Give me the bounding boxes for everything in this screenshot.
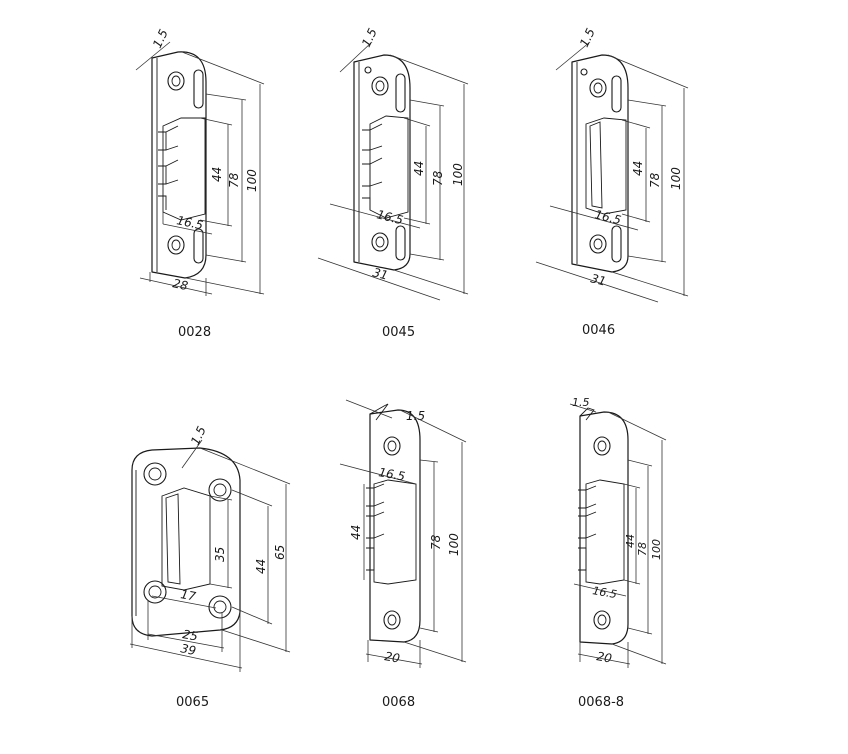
screw-hole	[167, 71, 185, 91]
dim-100: 100	[669, 167, 683, 190]
screw-hole	[589, 234, 607, 254]
slot-hole	[193, 69, 204, 109]
dim-thickness: 1.5	[188, 424, 209, 447]
strike-opening	[373, 479, 417, 585]
slot-hole	[193, 228, 204, 264]
screw-hole	[371, 232, 389, 252]
slot-hole	[395, 225, 406, 261]
part-0068-8: 1.5 44 78 100 16.5 20 0068-8	[569, 396, 667, 710]
dim-100: 100	[650, 539, 663, 560]
dim-78: 78	[227, 172, 241, 188]
dim-opening-width: 16.5	[375, 207, 404, 227]
slot-hole	[395, 73, 406, 113]
dim-opening-width: 17	[179, 587, 197, 604]
dim-opening-width: 16.5	[593, 207, 622, 227]
dim-width: 28	[171, 276, 189, 293]
screw-hole	[580, 68, 588, 76]
dim-78: 78	[636, 542, 649, 556]
slot-hole	[611, 225, 622, 263]
slot-hole	[611, 75, 622, 113]
dim-opening-width: 16.5	[377, 465, 406, 483]
part-0045: 1.5 44 78 100 16.5 31 0045	[317, 26, 469, 340]
dim-100: 100	[245, 169, 259, 192]
screw-hole	[383, 436, 401, 456]
dim-width: 39	[179, 641, 197, 658]
part-0065: 1.5 35 44 65 17 25 39 0065	[129, 424, 291, 710]
screw-hole	[143, 462, 167, 486]
screw-hole	[593, 610, 611, 630]
part-label: 0046	[582, 323, 615, 338]
dim-44: 44	[631, 161, 645, 176]
strike-plate-body	[579, 411, 629, 645]
screw-hole	[589, 78, 607, 98]
dim-thickness: 1.5	[359, 26, 380, 49]
dim-opening-width: 16.5	[175, 213, 204, 232]
dim-100: 100	[447, 533, 461, 556]
dim-width: 31	[371, 265, 389, 282]
dim-opening-width: 16.5	[591, 584, 617, 601]
screw-hole	[208, 478, 232, 502]
dim-65: 65	[273, 545, 287, 560]
screw-hole	[371, 76, 389, 96]
dim-100: 100	[451, 163, 465, 186]
dim-thickness: 1.5	[577, 26, 598, 49]
dim-width: 20	[383, 649, 401, 666]
dim-44: 44	[349, 525, 363, 540]
dim-thickness: 1.5	[150, 27, 171, 50]
dim-width: 20	[595, 649, 613, 666]
dim-width: 31	[589, 271, 607, 288]
screw-hole	[593, 436, 611, 456]
part-label: 0065	[176, 695, 209, 710]
dim-35: 35	[213, 547, 227, 562]
dim-hole-spacing: 25	[181, 627, 198, 643]
dim-78: 78	[431, 170, 445, 186]
screw-hole	[143, 580, 167, 604]
dim-44: 44	[624, 534, 637, 548]
screw-hole	[364, 66, 372, 74]
part-0068: 1.5 16.5 44 78 100 20 0068	[339, 399, 467, 710]
dim-44: 44	[412, 161, 426, 176]
dim-44: 44	[254, 559, 268, 574]
dim-78: 78	[648, 172, 662, 188]
part-0046: 1.5 44 78 100 16.5 31 0046	[535, 26, 689, 338]
part-label: 0068-8	[578, 695, 624, 710]
dim-78: 78	[429, 534, 443, 550]
screw-hole	[383, 610, 401, 630]
dim-44: 44	[210, 167, 224, 182]
dim-thickness: 1.5	[572, 396, 590, 409]
screw-hole	[167, 235, 185, 255]
strike-opening	[585, 117, 627, 215]
strike-plate-body	[369, 409, 421, 643]
part-label: 0068	[382, 695, 415, 710]
part-label: 0028	[178, 325, 211, 340]
part-label: 0045	[382, 325, 415, 340]
part-0028: 1.5 44 78 100 16.5 28 0028	[135, 27, 265, 340]
